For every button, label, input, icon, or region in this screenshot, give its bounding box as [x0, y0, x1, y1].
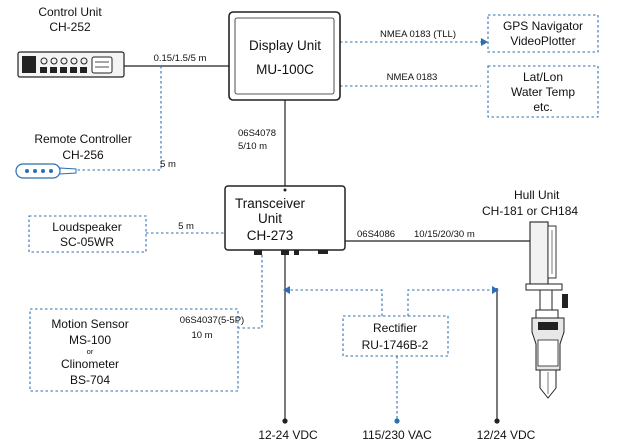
hull-unit-label: Hull Unit [514, 188, 560, 202]
videoplotter-label: VideoPlotter [510, 34, 575, 48]
power-terminal-middle-icon [394, 418, 400, 424]
motion-sensor-label: Motion Sensor [51, 317, 128, 331]
motion-cable-length: 10 m [191, 330, 212, 341]
power-left-label: 12-24 VDC [258, 428, 318, 442]
remote-controller-cable [76, 66, 162, 171]
water-temp-label: Water Temp [511, 85, 575, 99]
power-terminal-right-icon [494, 418, 500, 424]
rectifier-right-arrow-icon [492, 286, 499, 294]
display-unit-label: Display Unit [249, 38, 321, 53]
transceiver-model: CH-273 [247, 228, 294, 243]
hull-cable-code: 06S4086 [357, 229, 395, 240]
control-unit-model: CH-252 [49, 20, 91, 34]
latlon-box [487, 65, 599, 118]
motion-sensor-box [29, 308, 239, 392]
clinometer-model: BS-704 [70, 373, 110, 387]
rectifier-label: Rectifier [373, 321, 417, 335]
power-right-label: 12/24 VDC [477, 428, 536, 442]
remote-cable-label: 5 m [160, 159, 176, 170]
loudspeaker-model: SC-05WR [60, 235, 114, 249]
transceiver-unit: Transceiver Unit CH-273 [224, 185, 346, 255]
rectifier-to-hull-line [407, 289, 492, 316]
power-middle-label: 115/230 VAC [362, 428, 432, 442]
hull-unit-model: CH-181 or CH184 [482, 204, 578, 218]
motion-sensor-or: or [87, 347, 94, 356]
latlon-label: Lat/Lon [523, 70, 563, 84]
display-unit: Display Unit MU-100C [228, 11, 341, 101]
nmea-label: NMEA 0183 [387, 72, 438, 83]
remote-controller-model: CH-256 [62, 148, 104, 162]
loudspeaker-box [28, 215, 147, 253]
loudspeaker-cable-label: 5 m [178, 221, 194, 232]
control-unit-icon [17, 51, 125, 78]
remote-controller-label: Remote Controller [34, 132, 131, 146]
transceiver-label-1: Transceiver [235, 196, 306, 211]
remote-controller-icon [15, 163, 77, 179]
gps-navigator-box [487, 14, 599, 53]
control-unit-label: Control Unit [38, 5, 102, 19]
display-unit-model: MU-100C [256, 62, 314, 77]
hull-cable-length: 10/15/20/30 m [414, 229, 475, 240]
nmea-tll-label: NMEA 0183 (TLL) [380, 29, 456, 40]
hull-unit-icon [525, 221, 568, 399]
display-cable-code: 06S4078 [238, 128, 276, 139]
power-terminal-left-icon [282, 418, 288, 424]
gps-navigator-label: GPS Navigator [503, 19, 583, 33]
control-unit-cable-label: 0.15/1.5/5 m [154, 53, 207, 64]
rectifier-to-transceiver-line [290, 289, 383, 316]
clinometer-label: Clinometer [61, 357, 119, 371]
rectifier-model: RU-1746B-2 [362, 338, 429, 352]
gps-arrow-icon [481, 38, 488, 46]
transceiver-label-2: Unit [258, 211, 282, 226]
rectifier-left-arrow-icon [283, 286, 290, 294]
motion-cable-code: 06S4037(5-5P) [180, 315, 244, 326]
rectifier-box [342, 315, 449, 357]
motion-sensor-model: MS-100 [69, 333, 111, 347]
etc-label: etc. [533, 100, 552, 114]
display-cable-length: 5/10 m [238, 141, 267, 152]
loudspeaker-label: Loudspeaker [52, 220, 121, 234]
